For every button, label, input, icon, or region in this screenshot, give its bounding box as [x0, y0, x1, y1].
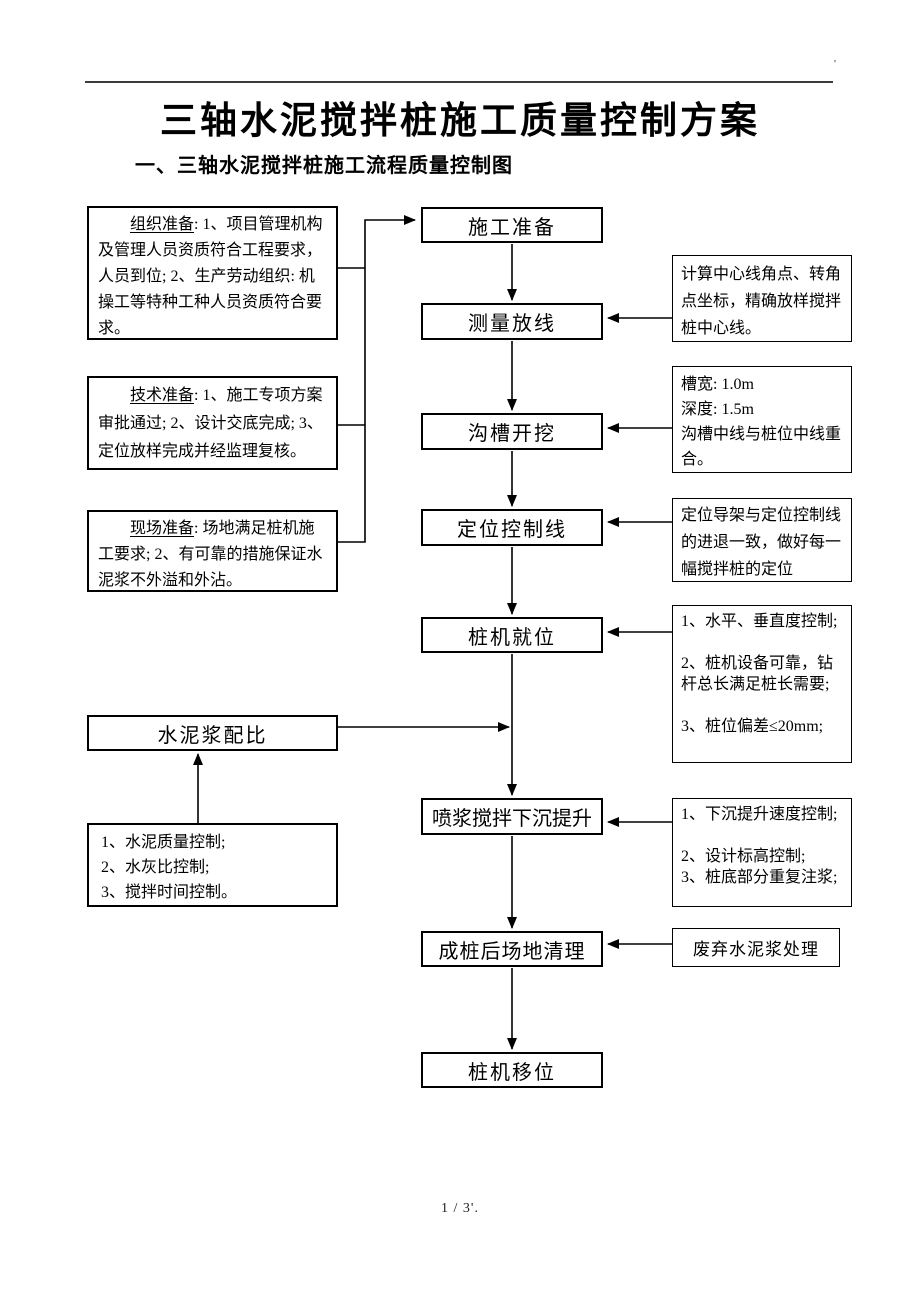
page-title: 三轴水泥搅拌桩施工质量控制方案 [160, 101, 760, 142]
note-slurry-controls: 1、水泥质量控制; 2、水灰比控制; 3、搅拌时间控制。 [87, 823, 338, 907]
note-positioning-guide-frame: 定位导架与定位控制线的进退一致，做好每一幅搅拌桩的定位 [672, 498, 852, 582]
note-trench-dimensions: 槽宽: 1.0m 深度: 1.5m 沟槽中线与桩位中线重合。 [672, 366, 852, 473]
note-rig-controls: 1、水平、垂直度控制; 2、桩机设备可靠，钻杆总长满足桩长需要; 3、桩位偏差≤… [672, 605, 852, 763]
flow-step-slurry-ratio: 水泥浆配比 [87, 715, 338, 751]
flow-step-survey-layout: 测量放线 [421, 303, 603, 340]
flow-step-grouting-mixing-sink-lift: 喷浆搅拌下沉提升 [421, 798, 603, 835]
note-heading: 现场准备 [130, 520, 195, 537]
flow-step-positioning-control-line: 定位控制线 [421, 509, 603, 546]
flow-step-site-cleanup: 成桩后场地清理 [421, 931, 603, 967]
note-sink-lift-controls: 1、下沉提升速度控制; 2、设计标高控制; 3、桩底部分重复注浆; [672, 798, 852, 907]
flow-step-pile-rig-in-place: 桩机就位 [421, 617, 603, 653]
corner-mark: ' [834, 58, 836, 70]
note-centerline-calculation: 计算中心线角点、转角点坐标，精确放样搅拌桩中心线。 [672, 255, 852, 342]
note-heading: 组织准备 [130, 216, 195, 233]
section-heading: 一、三轴水泥搅拌桩施工流程质量控制图 [135, 155, 513, 177]
note-organization-preparation: 组织准备: 1、项目管理机构及管理人员资质符合工程要求，人员到位; 2、生产劳动… [87, 206, 338, 340]
header-rule [85, 81, 833, 83]
page-number: 1 / 3'. [441, 1201, 479, 1216]
flow-step-pile-rig-relocation: 桩机移位 [421, 1052, 603, 1088]
note-text: 组织准备: 1、项目管理机构及管理人员资质符合工程要求，人员到位; 2、生产劳动… [98, 216, 323, 337]
note-text: 技术准备: 1、施工专项方案审批通过; 2、设计交底完成; 3、定位放样完成并经… [98, 387, 323, 460]
flow-step-construction-preparation: 施工准备 [421, 207, 603, 243]
note-waste-slurry-disposal: 废弃水泥浆处理 [672, 928, 840, 967]
flow-step-trench-excavation: 沟槽开挖 [421, 413, 603, 450]
note-technical-preparation: 技术准备: 1、施工专项方案审批通过; 2、设计交底完成; 3、定位放样完成并经… [87, 376, 338, 470]
note-text: 现场准备: 场地满足桩机施工要求; 2、有可靠的措施保证水泥浆不外溢和外沾。 [98, 520, 323, 589]
note-site-preparation: 现场准备: 场地满足桩机施工要求; 2、有可靠的措施保证水泥浆不外溢和外沾。 [87, 510, 338, 592]
note-heading: 技术准备 [130, 387, 195, 404]
